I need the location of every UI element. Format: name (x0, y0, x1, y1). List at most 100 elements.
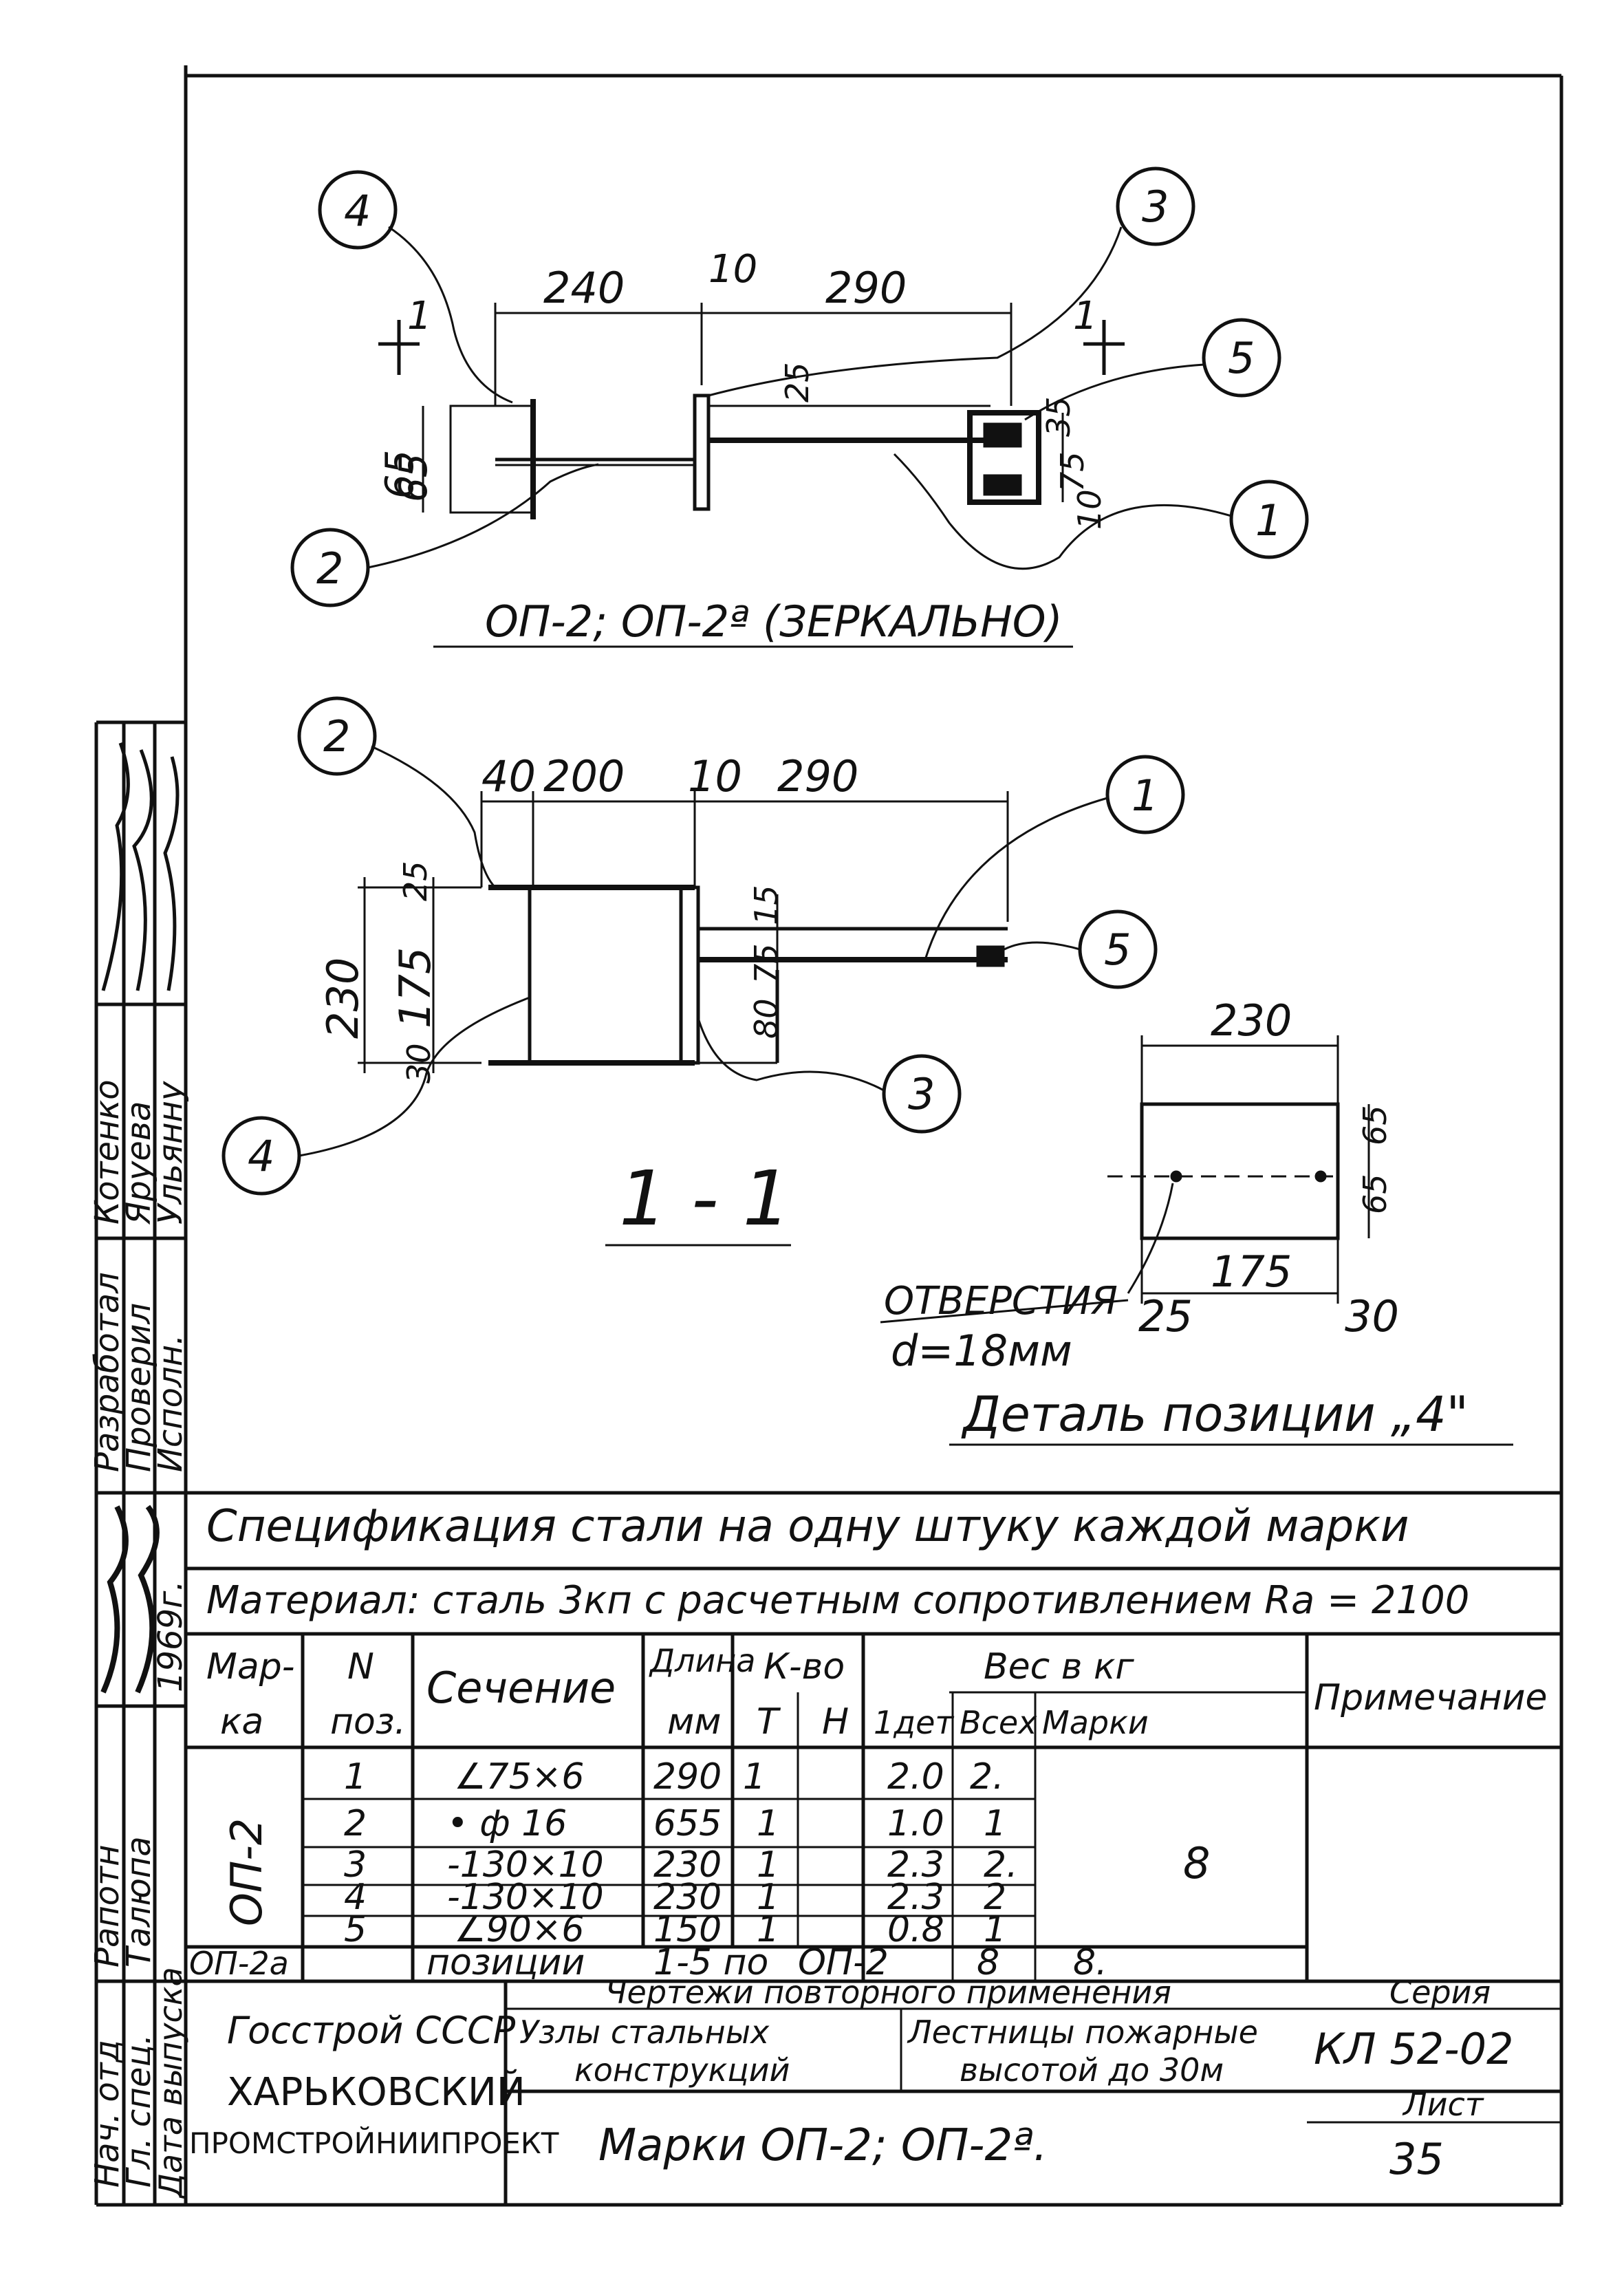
callout-circle-5 (1202, 318, 1281, 398)
callout-3: 3 (1142, 182, 1169, 232)
leader-line (924, 797, 1108, 960)
row4-t: 1 (757, 1877, 779, 1918)
dim-40: 40 (481, 751, 536, 801)
leader-line (367, 463, 599, 569)
hdr-qty-n: Н (822, 1701, 849, 1743)
row4-wall: 2 (984, 1877, 1006, 1918)
hdr-qty-t: Т (757, 1701, 781, 1743)
hdr-pos-a: N (347, 1646, 374, 1688)
detail-plate-outline (1140, 1102, 1340, 1240)
row3-pos: 3 (344, 1844, 367, 1886)
subtitle-1a: Узлы стальных (519, 2014, 770, 2051)
hdr-mark-b: ка (220, 1701, 263, 1743)
weld-mark (976, 945, 1005, 967)
row5-wdet: 0.8 (887, 1909, 944, 1950)
role-developed: Разработал (88, 1272, 127, 1472)
series-value: КЛ 52-02 (1314, 2024, 1514, 2074)
role-chief-spec: Гл. спец. (120, 2034, 158, 2188)
row5-t: 1 (757, 1909, 779, 1950)
leader-line (1024, 363, 1204, 421)
name-kotenko: Котенко (88, 1079, 127, 1225)
spec-title: Спецификация стали на одну штуку каждой … (206, 1501, 1409, 1552)
hole-size: d=18мм (891, 1326, 1072, 1376)
callout-circle-4 (318, 170, 398, 250)
callout-circle-1 (1229, 479, 1309, 559)
row2-t: 1 (757, 1803, 779, 1844)
name-ulyanov: Ульянну (151, 1081, 190, 1225)
dim-175-section: 175 (390, 947, 440, 1028)
role-issue-date: Дата выпуска (152, 1967, 189, 2199)
row3-section: -130×10 (447, 1844, 604, 1886)
row2-section: • ф 16 (447, 1803, 567, 1844)
hdr-length-a: Длина (649, 1642, 756, 1679)
row5-length: 150 (653, 1909, 722, 1950)
hdr-pos-b: поз. (330, 1701, 406, 1743)
hdr-mark-a: Мар- (206, 1646, 295, 1688)
row5-wall: 1 (984, 1909, 1006, 1950)
role-head-dept: Нач. отд (88, 2040, 127, 2188)
row2-wdet: 1.0 (887, 1803, 944, 1844)
title-block: Госстрой СССР ХАРЬКОВСКИЙ ПРОМСТРОЙНИИПР… (189, 1974, 1561, 2205)
dim-75-section: 75 (748, 943, 785, 984)
role-checked: Проверил (120, 1303, 158, 1472)
detail-dim-230: 230 (1211, 995, 1292, 1046)
signature-2 (132, 749, 153, 991)
sheet-value: 35 (1389, 2134, 1444, 2184)
dim-75: 75 (1054, 451, 1091, 492)
detail-dim-30: 30 (1345, 1291, 1399, 1341)
drawing-title: Марки ОП-2; ОП-2ª. (598, 2120, 1048, 2171)
dim-10-section: 10 (688, 751, 742, 801)
series-label: Серия (1389, 1974, 1491, 2011)
dim-65-lower: 65 (391, 453, 436, 502)
section-caption: 1 - 1 (619, 1154, 791, 1242)
dim-240: 240 (543, 263, 625, 313)
callout-circle-1b (1105, 755, 1185, 834)
footer-mark: ОП-2а (189, 1945, 289, 1982)
signature-1 (101, 742, 130, 991)
detail-dim-175: 175 (1211, 1247, 1292, 1297)
section-view-drawing: 40 200 10 290 230 25 175 30 15 75 80 2 (221, 696, 1185, 1247)
subtitle-2b: высотой до 30м (960, 2051, 1224, 2089)
callout-1-section: 1 (1132, 770, 1158, 821)
dim-35: 35 (1040, 396, 1077, 437)
spec-row-2: 2 • ф 16 655 1 1.0 1 (344, 1803, 1006, 1844)
detail-dim-65-lower: 65 (1356, 1174, 1394, 1214)
weld-mark (983, 474, 1022, 496)
stamp-year: 1969г. (151, 1580, 190, 1692)
signature-3 (163, 756, 180, 991)
detail-caption: Деталь позиции „4" (961, 1386, 1469, 1443)
footer-wall: 8 (977, 1942, 999, 1983)
footer-wmark: 8. (1073, 1942, 1107, 1983)
hole-label-leader (880, 1299, 1129, 1324)
hdr-w-all: Всех (960, 1704, 1037, 1741)
spec-row-3: 3 -130×10 230 1 2.3 2. (344, 1844, 1018, 1886)
center-plate-pos3 (693, 393, 711, 511)
spec-material: Материал: сталь 3кп с расчетным сопротив… (206, 1578, 1469, 1623)
angle-bracket-pos5 (967, 410, 1041, 505)
row5-pos: 5 (344, 1909, 367, 1950)
series-header: Чертежи повторного применения (605, 1974, 1171, 2011)
dim-200: 200 (543, 751, 625, 801)
hole-left (1170, 1170, 1182, 1183)
row1-length: 290 (653, 1756, 722, 1798)
side-stamp: Разработал Проверил Исполн. Котенко Яруе… (88, 720, 190, 2205)
hdr-section: Сечение (426, 1663, 616, 1713)
footer-text3: ОП-2 (798, 1942, 889, 1983)
row1-wdet: 2.0 (887, 1756, 944, 1798)
row1-pos: 1 (344, 1756, 367, 1798)
footer-text1: позиции (426, 1942, 585, 1983)
dim-65-upper: 65 (378, 450, 422, 499)
callout-2: 2 (316, 543, 343, 594)
dim-15: 15 (748, 885, 785, 925)
row4-pos: 4 (344, 1877, 367, 1918)
hole-label: ОТВЕРСТИЯ (884, 1279, 1118, 1324)
detail-dim-25: 25 (1138, 1291, 1193, 1341)
org-promstroy: ПРОМСТРОЙНИИПРОЕКТ (189, 2126, 559, 2160)
mark-weight: 8 (1183, 1838, 1210, 1888)
detail-dim-65-upper: 65 (1356, 1105, 1394, 1145)
org-gosstroy: Госстрой СССР (227, 2009, 516, 2052)
org-kharkov: ХАРЬКОВСКИЙ (227, 2069, 526, 2115)
row3-length: 230 (653, 1844, 722, 1886)
signature-5 (135, 1505, 160, 1694)
